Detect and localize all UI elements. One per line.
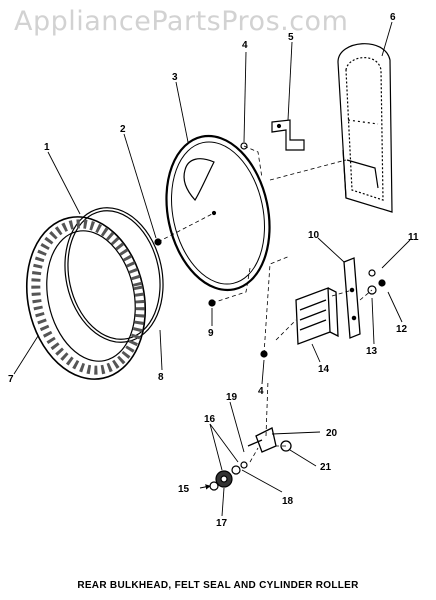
roller-plate-part [343,257,361,339]
watermark: AppliancePartsPros.com [14,6,349,37]
callout-3: 3 [172,72,178,83]
callout-9: 9 [208,328,214,339]
rear-bulkhead-part [165,134,271,292]
callout-10: 10 [308,230,320,241]
callout-18: 18 [282,496,294,507]
callout-5: 5 [288,32,294,43]
callout-6: 6 [390,12,396,23]
leader-lines [13,21,411,517]
callout-16: 16 [204,414,216,425]
callout-1: 1 [44,142,50,153]
assembly-lines [157,145,373,463]
cylinder-roller-part [209,461,248,491]
fastener-parts [154,142,386,358]
bracket-part [271,119,305,151]
callout-11: 11 [408,232,419,243]
drum-seal-part [25,216,147,380]
callout-19: 19 [226,392,238,403]
callout-4-top: 4 [242,40,248,51]
roller-bracket-part [295,287,339,345]
callout-4-bottom: 4 [258,386,264,397]
callout-15: 15 [178,484,190,495]
callout-13: 13 [366,346,378,357]
callout-21: 21 [320,462,332,473]
callout-7: 7 [8,374,14,385]
roller-mount-part [247,427,277,453]
diagram-caption: REAR BULKHEAD, FELT SEAL AND CYLINDER RO… [77,580,359,591]
callout-14: 14 [318,364,330,375]
callout-12: 12 [396,324,408,335]
rear-panel-part [337,43,393,213]
callout-20: 20 [326,428,338,439]
callout-8: 8 [158,372,164,383]
callout-2: 2 [120,124,126,135]
callout-17: 17 [216,518,228,529]
